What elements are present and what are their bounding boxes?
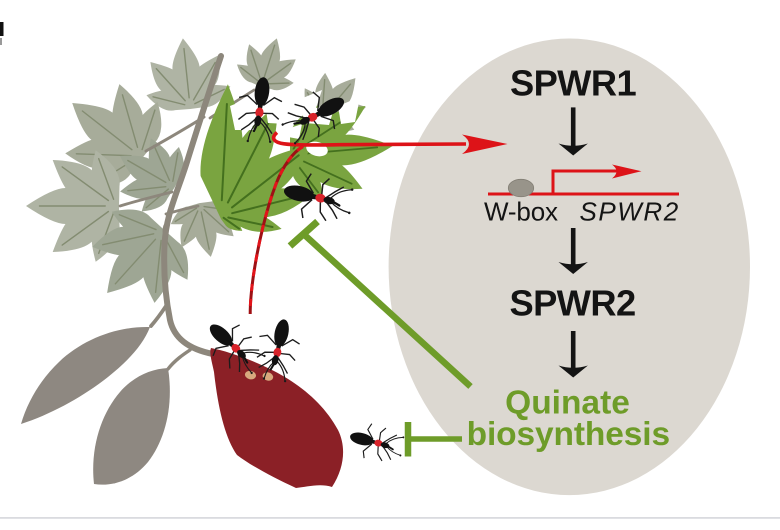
svg-text:SPWR1: SPWR1 [510,63,636,104]
svg-text:SPWR2: SPWR2 [509,283,635,324]
svg-text:SPWR2: SPWR2 [580,197,680,227]
svg-text:Quinate: Quinate [505,384,630,421]
svg-text:biosynthesis: biosynthesis [467,416,670,453]
svg-text:W-box: W-box [484,197,558,227]
